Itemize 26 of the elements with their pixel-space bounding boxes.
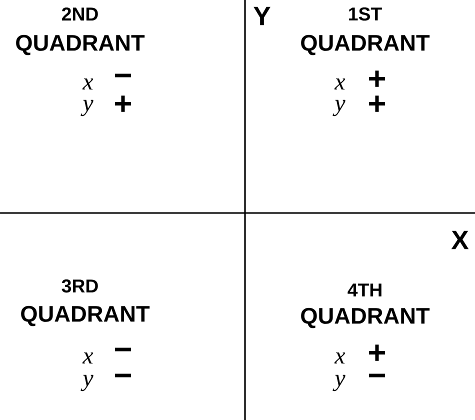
variable-label: y: [332, 100, 346, 116]
sign-symbol: +: [369, 96, 386, 112]
quadrant-heading: 3RD: [62, 279, 98, 293]
sign-symbol: −: [115, 74, 132, 78]
quadrant-heading: QUADRANT: [16, 34, 145, 56]
sign-symbol: +: [115, 96, 132, 112]
sign-symbol: −: [115, 374, 132, 378]
quadrant-heading: 4TH: [348, 284, 382, 296]
sign-symbol: +: [369, 344, 386, 361]
axis-label: X: [451, 230, 469, 250]
sign-symbol: −: [369, 374, 386, 378]
quadrant-heading: 2ND: [62, 7, 98, 20]
sign-symbol: −: [115, 348, 132, 352]
variable-label: x: [82, 78, 94, 90]
variable-label: y: [332, 374, 346, 392]
quadrant-heading: QUADRANT: [301, 34, 430, 56]
sign-symbol: +: [369, 70, 386, 87]
quadrant-heading: 1ST: [349, 7, 382, 21]
quadrant-heading: QUADRANT: [21, 306, 150, 326]
variable-label: y: [80, 374, 94, 392]
axis-label: Y: [254, 6, 270, 26]
quadrant-heading: QUADRANT: [301, 308, 430, 328]
variable-label: x: [82, 352, 94, 364]
variable-label: x: [334, 352, 346, 364]
variable-label: x: [334, 78, 346, 90]
variable-label: y: [80, 100, 94, 116]
